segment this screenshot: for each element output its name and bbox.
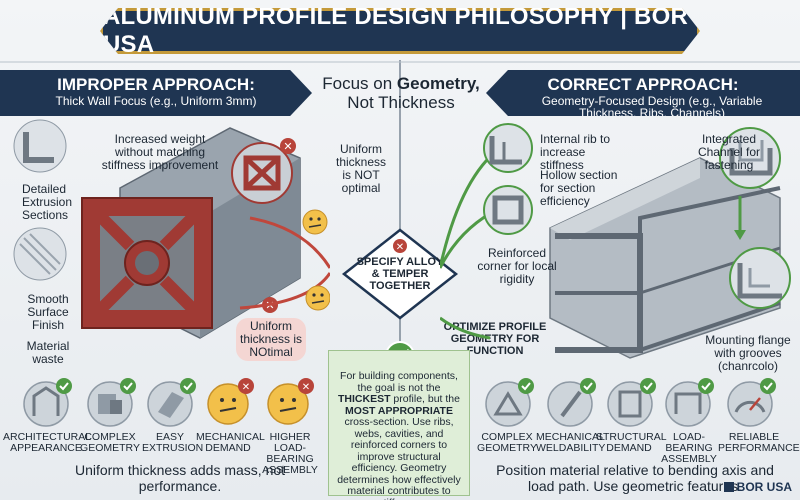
page-title: ALUMINUM PROFILE DESIGN PHILOSOPHY | BOR… xyxy=(103,3,688,58)
correct-approach-header: CORRECT APPROACH: Geometry-Focused Desig… xyxy=(486,70,800,116)
label-material-waste: Material waste xyxy=(26,339,70,366)
architectural-icon xyxy=(23,378,72,427)
optimized-profile-illustration xyxy=(440,123,791,359)
thick-cross-section xyxy=(81,197,213,329)
icon-label-complex-geometry-right: COMPLEX GEOMETRY xyxy=(477,431,537,454)
optimize-geometry-text: OPTIMIZE PROFILE GEOMETRY FOR FUNCTION xyxy=(443,321,547,357)
detail-corner-icon xyxy=(13,119,67,173)
smooth-surface-icon xyxy=(13,227,67,281)
thick-profile-illustration: ✕ ✕ xyxy=(13,119,330,339)
icon-label-complex-geometry-left: COMPLEX GEOMETRY xyxy=(80,431,140,454)
logo-mark-icon xyxy=(723,482,734,492)
icon-label-mechanical-demand: MECHANICAL DEMAND xyxy=(196,431,265,454)
callout-text-1: For building components, the goal is not… xyxy=(340,370,458,394)
icon-label-easy-extrusion: EASY EXTRUSION xyxy=(142,431,204,454)
left-footer: Uniform thickness adds mass, not perform… xyxy=(74,462,286,494)
complex-geometry-icon xyxy=(485,378,534,427)
icon-label-structural: STRUCTURAL DEMAND xyxy=(596,431,667,454)
center-heading-part2: Not Thickness xyxy=(347,93,455,112)
brand-logo: BOR USA xyxy=(723,480,792,494)
center-heading: Focus on Geometry, Not Thickness xyxy=(316,74,486,112)
icon-label-reliable: RELIABLE PERFORMANCE xyxy=(718,431,800,454)
right-icon-row xyxy=(485,378,776,427)
left-icon-row: ✕ ✕ xyxy=(23,378,314,427)
specify-alloy-text: SPECIFY ALLOY & TEMPER TOGETHER xyxy=(356,256,444,292)
structural-icon xyxy=(607,378,656,427)
svg-text:✕: ✕ xyxy=(265,300,274,312)
improper-subheading: Thick Wall Focus (e.g., Uniform 3mm) xyxy=(55,94,257,108)
icon-label-higher-load: HIGHER LOAD-BEARING ASSEMBLY xyxy=(262,431,318,476)
title-banner: ALUMINUM PROFILE DESIGN PHILOSOPHY | BOR… xyxy=(100,8,700,54)
center-heading-bold: Geometry, xyxy=(396,74,480,93)
svg-text:✕: ✕ xyxy=(283,141,292,153)
improper-heading: IMPROPER APPROACH: xyxy=(57,75,255,94)
callout-bold-1: THICKEST xyxy=(338,393,391,405)
label-mounting-flange: Mounting flange with grooves (chanrcolo) xyxy=(705,333,791,373)
label-internal-rib: Internal rib to increase stiffness xyxy=(540,132,611,172)
label-uniform-not-optimal: Uniform thickness is NOT optimal xyxy=(335,142,387,195)
label-reinforced-corner: Reinforced corner for local rigidity xyxy=(477,246,557,286)
flange-detail-icon xyxy=(729,247,791,309)
mechanical-face-icon: ✕ xyxy=(207,378,254,425)
callout-text-2: profile, but the xyxy=(390,393,460,405)
label-integrated-channel: Integrated Channel for fastening xyxy=(697,132,761,172)
confused-face-icon-2 xyxy=(305,285,330,311)
callout-bold-2: MOST APPROPRIATE xyxy=(345,404,453,417)
confused-face-icon-1 xyxy=(302,209,328,235)
center-heading-part1: Focus on xyxy=(322,74,397,93)
icon-label-weldability: MECHANICAL WELDABILITY xyxy=(536,431,606,454)
channel-detail-icon xyxy=(719,127,781,189)
correct-heading: CORRECT APPROACH: xyxy=(547,75,739,94)
load-bearing-icon xyxy=(665,378,714,427)
callout-text-3: cross-section. Use ribs, webs, cavities,… xyxy=(337,416,461,500)
correct-subheading: Geometry-Focused Design (e.g., Variable … xyxy=(541,94,763,120)
geometry-icon xyxy=(87,378,136,427)
right-footer: Position material relative to bending ax… xyxy=(496,462,774,494)
svg-text:✕: ✕ xyxy=(242,382,250,393)
gauge-icon xyxy=(727,378,776,427)
label-hollow-section: Hollow section for section efficiency xyxy=(540,168,618,208)
label-smooth-surface: Smooth Surface Finish xyxy=(27,292,69,332)
icon-label-load-bearing: LOAD-BEARING ASSEMBLY xyxy=(661,431,717,465)
label-detailed-extrusion: Detailed Extrusion Sections xyxy=(22,182,73,222)
svg-text:✕: ✕ xyxy=(396,242,404,253)
label-uniform-notimal: Uniform thickness is NOtimal xyxy=(236,318,306,361)
callout-box: For building components, the goal is not… xyxy=(328,350,470,500)
svg-text:✕: ✕ xyxy=(302,382,310,393)
specify-diamond: ✕ xyxy=(341,228,459,320)
weldability-icon xyxy=(547,378,596,427)
rib-detail-icon xyxy=(483,123,533,173)
logo-text: BOR USA xyxy=(736,480,792,494)
improper-approach-header: IMPROPER APPROACH: Thick Wall Focus (e.g… xyxy=(0,70,312,116)
x-cross-section-detail: ✕ xyxy=(231,138,296,204)
label-increased-weight: Increased weight without matching stiffn… xyxy=(101,132,219,172)
extrusion-icon xyxy=(147,378,196,427)
icon-label-architectural: ARCHITECTURAL APPEARANCE xyxy=(3,431,92,454)
load-face-icon: ✕ xyxy=(267,378,314,425)
hollow-detail-icon xyxy=(483,185,533,235)
